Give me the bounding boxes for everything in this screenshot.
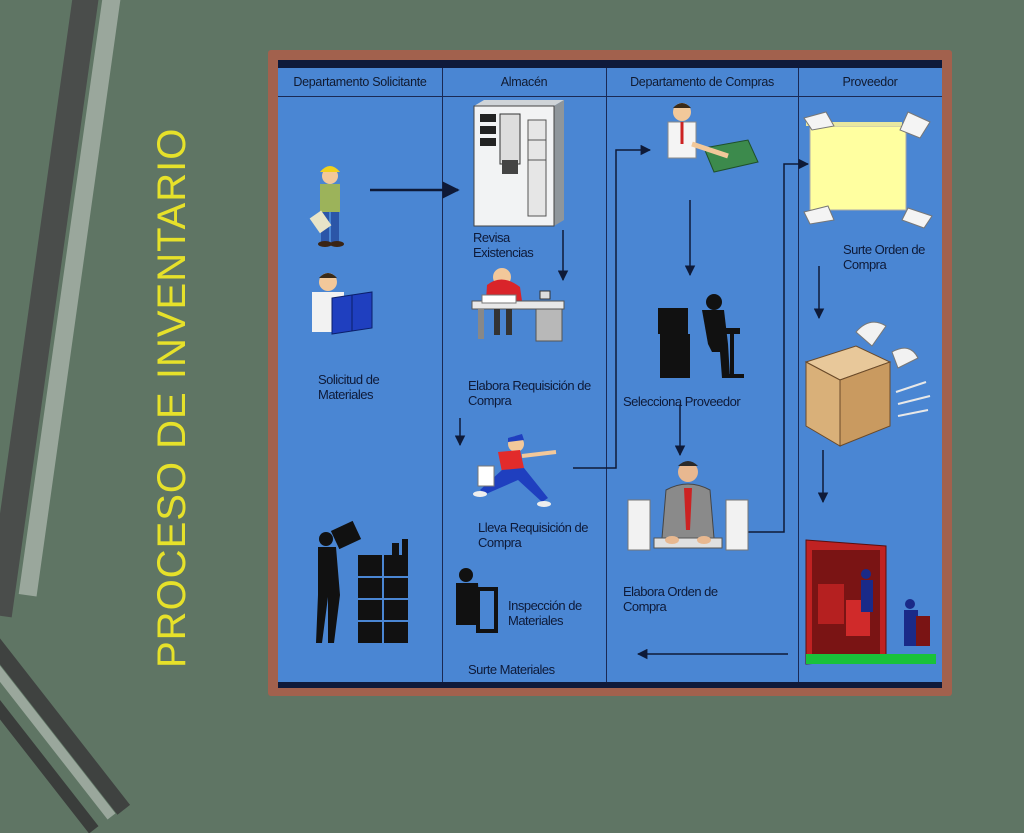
running-courier-icon xyxy=(473,434,557,507)
manager-desk-icon xyxy=(627,461,749,551)
step-label-inspeccion: Inspección de Materiales xyxy=(508,598,582,628)
server-cabinet-icon xyxy=(473,100,564,227)
step-label-selecciona: Selecciona Proveedor xyxy=(623,394,741,409)
lane-header-almacen: Almacén xyxy=(500,75,548,89)
warehouse-truck-icon xyxy=(805,539,936,665)
arrow-orden-proveedor xyxy=(740,158,810,533)
lane-divider xyxy=(442,68,443,682)
worker-icon xyxy=(309,166,344,247)
header-divider xyxy=(278,96,942,97)
lane-divider xyxy=(798,68,799,682)
flow-arrows xyxy=(370,144,829,660)
lane-header-solicitante: Departamento Solicitante xyxy=(293,75,427,89)
step-label-surte-mat: Surte Materiales xyxy=(468,662,555,677)
reader-icon xyxy=(312,273,373,335)
computer-user-icon xyxy=(658,294,744,378)
lane-header-proveedor: Proveedor xyxy=(842,75,898,89)
step-label-solicitud: Solicitud de Materiales xyxy=(318,372,380,402)
lane-header-compras: Departamento de Compras xyxy=(630,75,774,89)
step-label-elabora-req: Elabora Requisición de Compra xyxy=(468,378,591,408)
inspector-icon xyxy=(456,568,498,633)
folder-handoff-icon xyxy=(803,111,933,229)
step-label-surte-orden: Surte Orden de Compra xyxy=(843,242,925,272)
process-diagram: Departamento Solicitante Almacén Departa… xyxy=(278,60,942,688)
slide-title: PROCESO DE INVENTARIO xyxy=(150,127,194,668)
step-label-revisa: Revisa Existencias xyxy=(473,230,534,260)
arrow-lleva-compras xyxy=(573,144,652,469)
worker-shelves-icon xyxy=(316,520,408,643)
lane-divider xyxy=(606,68,607,682)
office-clerk-icon xyxy=(667,103,759,173)
step-label-elabora-orden: Elabora Orden de Compra xyxy=(623,584,718,614)
step-label-lleva-req: Lleva Requisición de Compra xyxy=(478,520,588,550)
decor-stripe xyxy=(0,0,101,618)
flying-box-icon xyxy=(804,321,931,447)
diagram-graphics xyxy=(309,100,936,665)
desk-worker-icon xyxy=(471,268,565,342)
